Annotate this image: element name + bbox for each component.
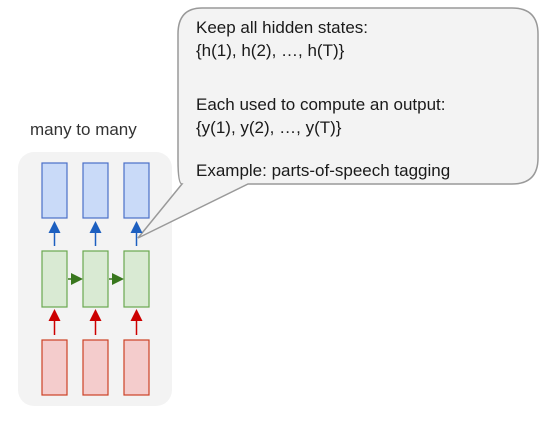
hidden-layer-box-3 [123,250,150,308]
output-layer-box-1 [41,162,68,219]
output-layer-box-2 [82,162,109,219]
input-layer-box-2 [82,339,109,396]
rnn-network [41,162,150,396]
callout-line-2: {h(1), h(2), …, h(T)} [196,41,345,60]
input-layer-box-3 [123,339,150,396]
callout-line-3: Each used to compute an output: [196,95,446,114]
hidden-layer-box-1 [41,250,68,308]
callout-line-1: Keep all hidden states: [196,18,369,37]
hidden-layer-box-2 [82,250,109,308]
output-layer-box-3 [123,162,150,219]
callout-line-5: Example: parts-of-speech tagging [196,161,451,180]
diagram-title: many to many [30,120,137,139]
callout-bubble [137,7,539,239]
callout-line-4: {y(1), y(2), …, y(T)} [196,118,342,137]
input-layer-box-1 [41,339,68,396]
